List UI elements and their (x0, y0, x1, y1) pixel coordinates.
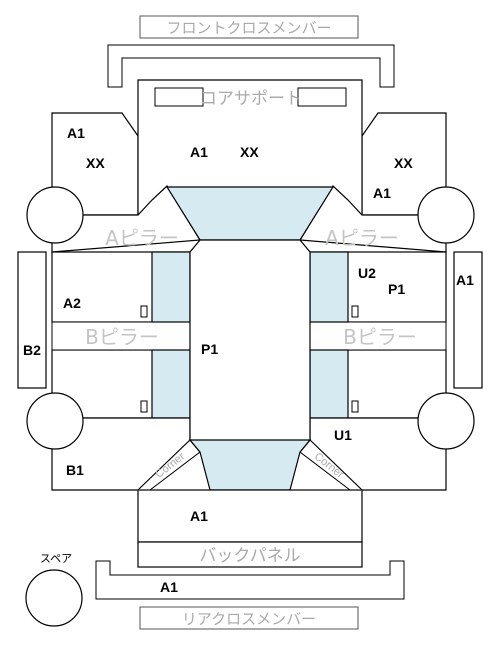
code-front-left-fender-x: XX (86, 155, 105, 171)
back-panel[interactable] (137, 541, 363, 568)
b-pillar-right[interactable] (309, 321, 447, 351)
front-right-window[interactable] (309, 251, 349, 323)
b-pillar-right-label: Bピラー (343, 325, 417, 349)
core-support-left-slot (154, 87, 204, 107)
back-panel-label: バックパネル (199, 546, 300, 566)
front-right-door-handle (351, 305, 359, 318)
rear-left-window[interactable] (151, 349, 191, 419)
rear-window[interactable] (188, 439, 312, 491)
front-left-window[interactable] (151, 251, 191, 323)
code-rear-left-quarter: B1 (66, 462, 84, 478)
code-left-sill: B2 (23, 342, 41, 358)
a-pillar-right-label: Aピラー (325, 226, 399, 250)
front-left-wheel[interactable] (26, 186, 84, 244)
code-trunk: A1 (190, 508, 208, 524)
code-hood-x: XX (240, 144, 259, 160)
rear-left-door-handle (140, 400, 148, 413)
code-front-right-fender-a: A1 (373, 185, 391, 201)
rear-right-door-handle (351, 400, 359, 413)
rear-right-wheel[interactable] (417, 392, 475, 450)
code-hood-a: A1 (190, 144, 208, 160)
b-pillar-left[interactable] (51, 321, 191, 351)
code-right-sill: A1 (456, 272, 474, 288)
front-cross-member-box (139, 15, 359, 39)
core-support-label: コアサポート (200, 89, 302, 109)
rear-bumper[interactable] (95, 560, 405, 600)
rear-cross-member-label: リアクロスメンバー (182, 610, 316, 628)
a-pillar-left-label: Aピラー (105, 226, 179, 250)
front-bumper[interactable] (107, 44, 395, 88)
right-sill[interactable] (453, 251, 483, 389)
code-roof: P1 (201, 341, 218, 357)
b-pillar-left-label: Bピラー (85, 325, 159, 349)
left-sill[interactable] (17, 251, 47, 389)
code-front-right-door-p: P1 (388, 281, 405, 297)
front-left-door-handle (140, 305, 148, 318)
rear-cross-member-box (139, 606, 359, 630)
spare-tire[interactable] (25, 569, 83, 627)
spare-label: スペア (40, 552, 72, 565)
code-rear-right-door: U1 (334, 427, 352, 443)
code-front-right-fender-x: XX (394, 155, 413, 171)
front-cross-member-label: フロントクロスメンバー (166, 19, 331, 37)
code-rear-bumper: A1 (160, 579, 178, 595)
code-front-left-door: A2 (63, 295, 81, 311)
code-front-left-fender-a: A1 (67, 125, 85, 141)
trunk[interactable] (137, 489, 363, 543)
rear-right-window[interactable] (309, 349, 349, 419)
rear-left-wheel[interactable] (26, 392, 84, 450)
code-front-right-door-u: U2 (358, 265, 376, 281)
core-support-right-slot (297, 87, 347, 107)
front-right-wheel[interactable] (417, 186, 475, 244)
